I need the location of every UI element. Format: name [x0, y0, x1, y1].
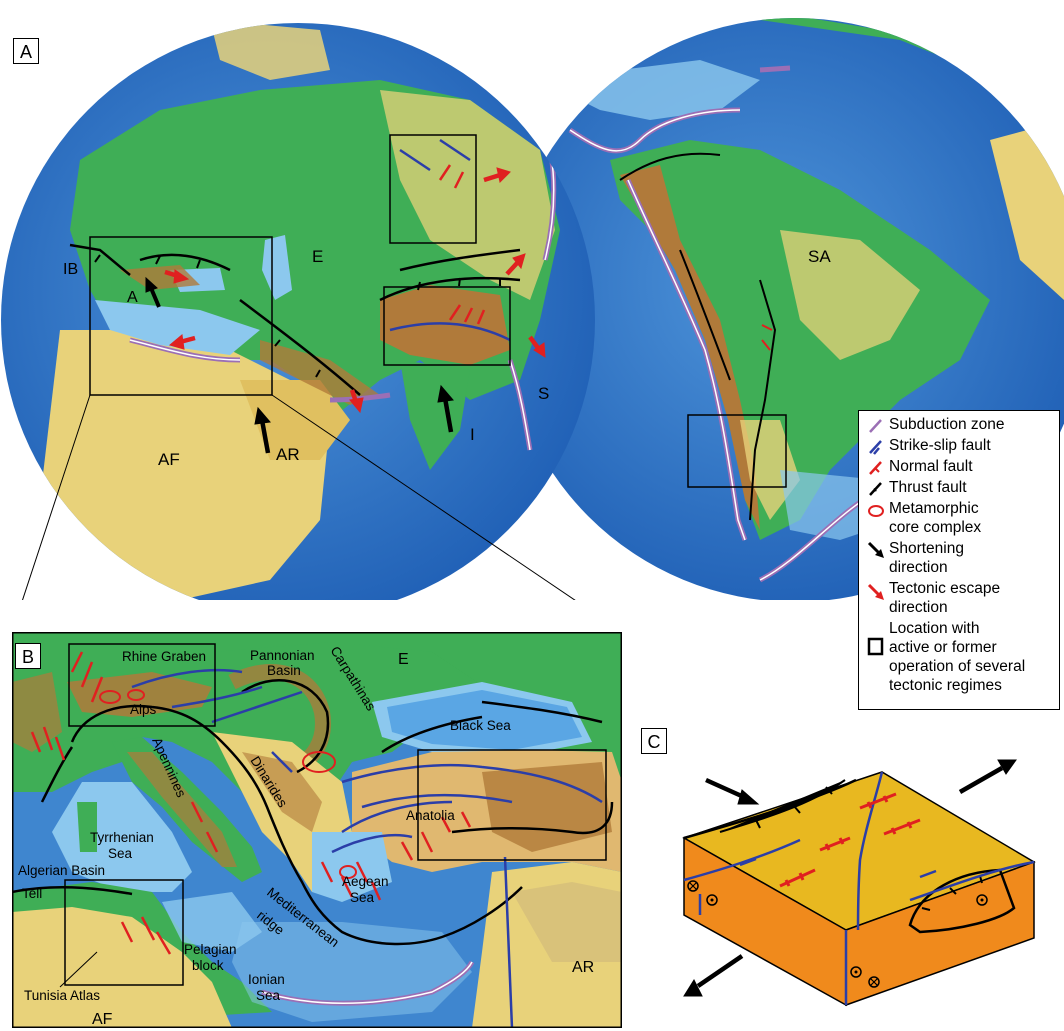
tibet-box [383, 286, 511, 366]
label-ionian-1: Ionian [248, 972, 285, 987]
patagonia-box [687, 414, 787, 488]
label-ionian-2: Sea [256, 988, 281, 1003]
location-box-icon [867, 637, 884, 656]
tunisia-box [64, 879, 184, 986]
baikal-box [389, 134, 477, 244]
label-tell: Tell [22, 886, 42, 901]
label-alps: Alps [130, 702, 157, 717]
label-pelagian-2: block [192, 958, 224, 973]
mediterranean-map-panel: Rhine Graben Alps Pannonian Basin Carpat… [12, 632, 622, 1028]
mcc-alps [99, 690, 121, 704]
label-sa: SA [808, 247, 831, 266]
label-s: S [538, 384, 549, 403]
label-black-sea: Black Sea [450, 718, 511, 733]
label-ar-b: AR [572, 959, 594, 976]
label-tunisia-atlas: Tunisia Atlas [24, 988, 100, 1003]
label-ib: IB [63, 261, 78, 278]
normal-faults-b [30, 651, 472, 955]
block-shortening-arrows [705, 777, 760, 805]
legend: Subduction zone Strike-slip fault Normal… [858, 410, 1060, 710]
panel-b-tag: B [15, 643, 41, 669]
label-aegean-2: Sea [350, 890, 375, 905]
shortening-arrows [145, 276, 454, 454]
label-ar: AR [276, 445, 300, 464]
label-e: E [312, 247, 323, 266]
metamorphic-core-complex-icon [868, 505, 884, 517]
normal-fault-icon [869, 461, 882, 475]
label-af: AF [158, 450, 180, 469]
label-pelagian-1: Pelagian [184, 942, 237, 957]
globe-map-panel: SA [1, 18, 1064, 600]
label-i: I [470, 425, 475, 444]
mcc-dinarides [302, 751, 336, 773]
label-algerian-basin: Algerian Basin [18, 863, 105, 878]
tunisia-leader [59, 951, 98, 988]
subduction-icon [869, 419, 882, 433]
zoom-line-left [22, 394, 91, 600]
south-america-globe: SA [503, 18, 1064, 600]
block-diagram-panel [682, 759, 1036, 1007]
label-af-b: AF [92, 1011, 113, 1028]
thrust-faults-b [12, 679, 614, 946]
label-aegean-1: Aegean [342, 874, 389, 889]
label-pannonian-2: Basin [267, 663, 301, 678]
strike-slip-icon [869, 440, 882, 455]
escape-arrows [164, 167, 546, 414]
mcc-alps-2 [127, 689, 145, 701]
strike-slip-symbols [687, 880, 988, 988]
label-tyrrhenian-1: Tyrrhenian [90, 830, 154, 845]
escape-arrow-icon [867, 583, 884, 600]
alps-box [68, 643, 216, 727]
mcc-aegean [339, 865, 357, 879]
label-a: A [127, 289, 138, 306]
panel-a-tag: A [13, 38, 39, 64]
label-e-b: E [398, 651, 409, 668]
label-anatolia: Anatolia [406, 808, 455, 823]
shortening-arrow-icon [867, 541, 884, 558]
eurasia-globe: IB A E AF AR I S [1, 23, 595, 600]
zoom-line-right [271, 394, 576, 600]
strike-slip-faults-b [131, 668, 603, 1028]
thrust-fault-icon [869, 482, 882, 496]
label-pannonian-1: Pannonian [250, 648, 315, 663]
mediterranean-box [89, 236, 273, 396]
block-extension-arrows [683, 759, 1017, 997]
label-rhine-graben: Rhine Graben [122, 649, 206, 664]
anatolia-box [417, 749, 607, 861]
label-tyrrhenian-2: Sea [108, 846, 133, 861]
panel-c-tag: C [641, 728, 667, 754]
